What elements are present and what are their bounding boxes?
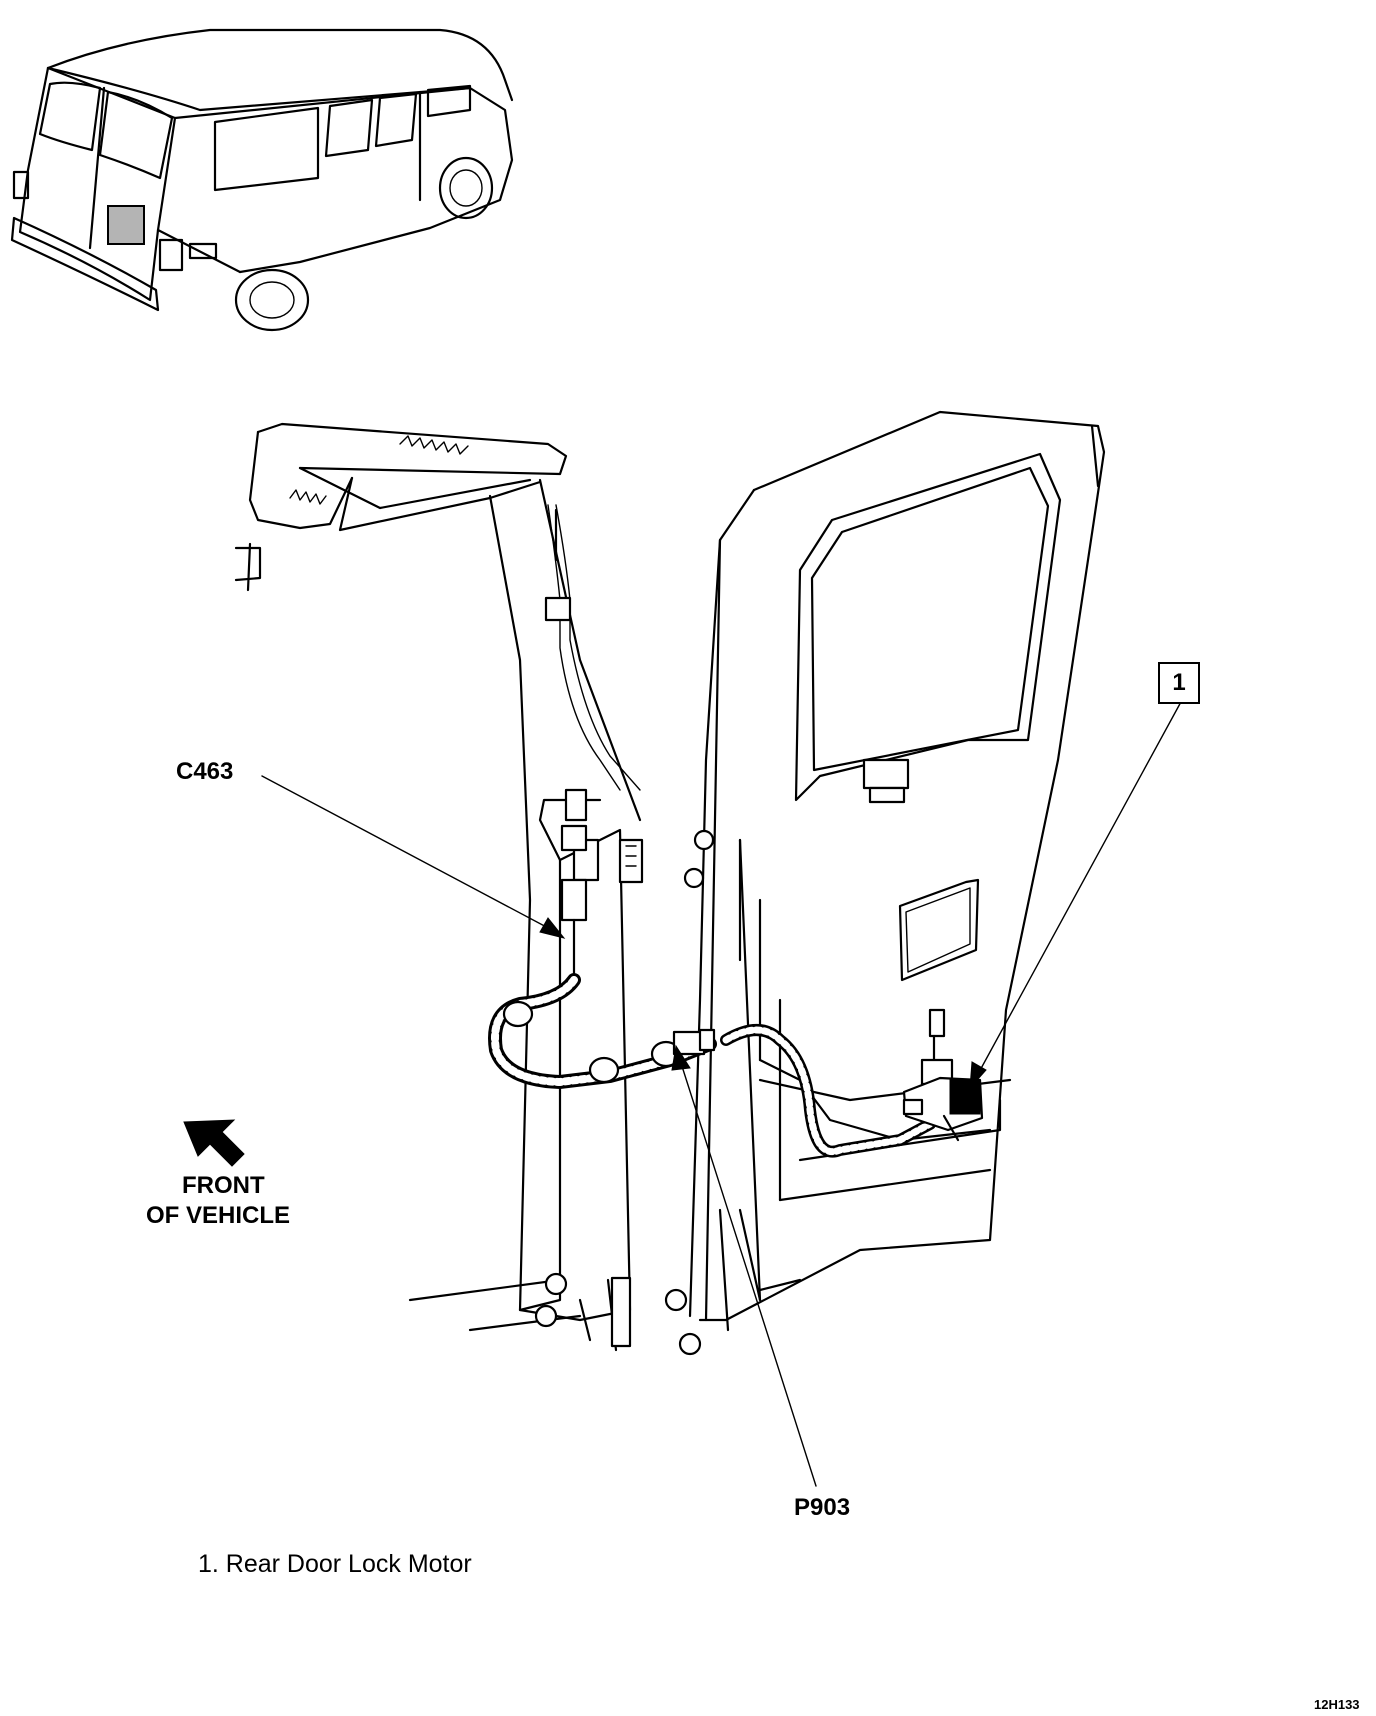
connector-p903-label: P903 [794,1494,851,1521]
body-pillar [234,422,644,1352]
wiring-harness [488,973,936,1158]
connector-c463-label: C463 [176,758,234,785]
leader-lines [261,699,1183,1487]
van-rear-view-icon [10,28,514,332]
front-of-vehicle-line1: FRONT [182,1172,265,1199]
legend-item-1: 1. Rear Door Lock Motor [198,1550,472,1578]
arrow-up-left-icon [183,1119,245,1167]
front-of-vehicle-line2: OF VEHICLE [146,1202,291,1229]
callout-1-number: 1 [1172,669,1186,696]
rear-door [664,410,1106,1356]
rear-door-lock-motor [902,1008,984,1142]
callout-1-box: 1 [1158,662,1200,704]
figure-code: 12H133 [1314,1697,1360,1712]
